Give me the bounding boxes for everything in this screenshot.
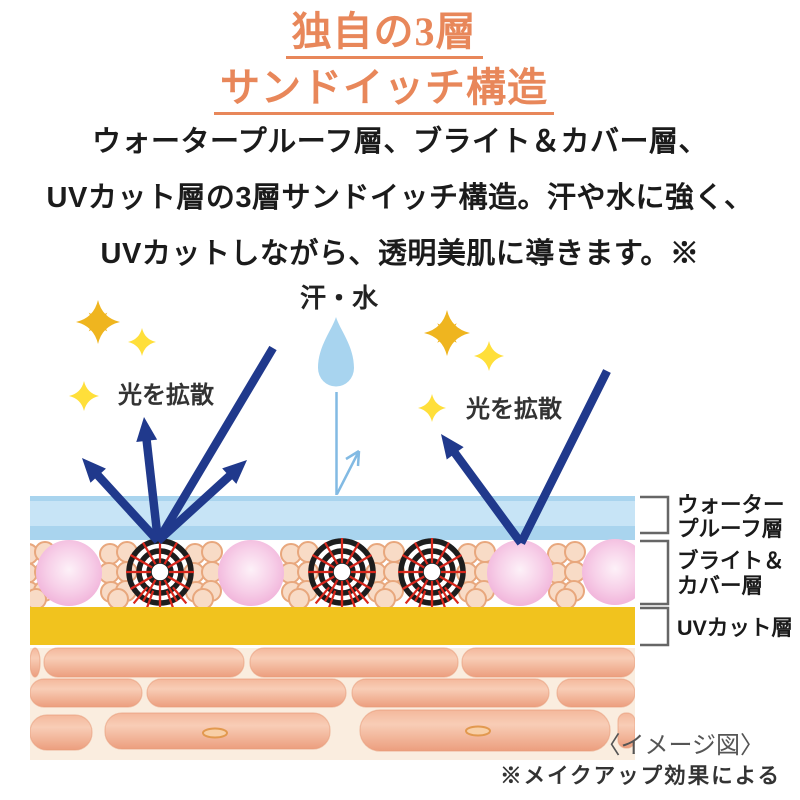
layer-structure-diagram: 汗・水 光を拡散 光を拡散 ウォーター プルーフ層 ブライト＆ カバー層 UVカ… [30, 283, 793, 788]
light-diffusion-label-left: 光を拡散 [117, 382, 214, 409]
description-line-2: UVカット層の3層サンドイッチ構造。汗や水に強く、 [46, 182, 754, 214]
footnote: ※メイクアップ効果による [500, 763, 781, 788]
description-line-1: ウォータープルーフ層、ブライト＆カバー層、 [91, 126, 709, 158]
bright-cover-label-line1: ブライト＆ [677, 548, 785, 573]
title-line-1: 独自の3層 [285, 10, 483, 59]
bright-cover-label-line2: カバー層 [677, 574, 763, 598]
uv-cut-layer [30, 607, 635, 645]
light-ray-arrows [82, 345, 611, 546]
sweat-water-group: 汗・水 [300, 283, 379, 495]
uv-cut-label: UVカット層 [677, 616, 793, 640]
waterproof-label-line1: ウォーター [677, 493, 785, 517]
light-diffusion-label-right: 光を拡散 [465, 396, 562, 423]
title-line-2: サンドイッチ構造 [214, 66, 554, 115]
water-droplet-icon [318, 317, 354, 387]
uv-cut-bracket [640, 606, 670, 647]
skin-layer [30, 647, 635, 760]
bright-cover-layer [30, 538, 635, 608]
water-repel-arrow-icon [335, 449, 361, 495]
description-text: ウォータープルーフ層、ブライト＆カバー層、 UVカット層の3層サンドイッチ構造。… [0, 114, 800, 282]
waterproof-label-line2: プルーフ層 [677, 517, 783, 541]
sweat-water-label: 汗・水 [300, 283, 379, 313]
layer-brackets [640, 495, 670, 647]
sparkle-icons [69, 300, 504, 422]
description-line-3: UVカットしながら、透明美肌に導きます。※ [100, 238, 700, 270]
image-note: 〈イメージ図〉 [596, 732, 764, 759]
waterproof-bracket [640, 495, 670, 535]
page-title: 独自の3層 サンドイッチ構造 [0, 10, 784, 122]
bright-cover-bracket [640, 539, 670, 606]
